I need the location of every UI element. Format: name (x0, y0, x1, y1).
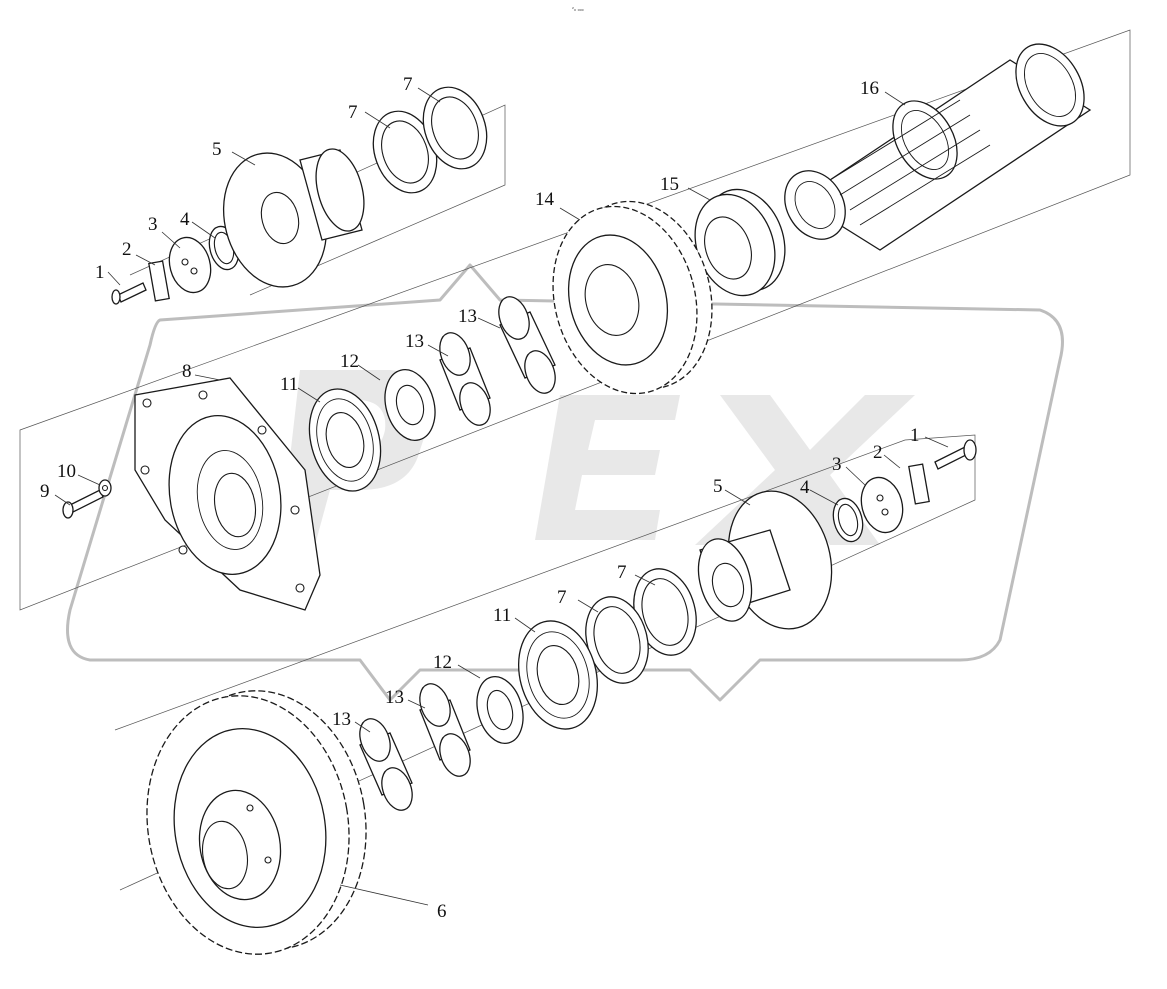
doc-code: ²₀ ₀₀₀ (572, 7, 584, 13)
right-flange-group (697, 439, 977, 630)
callout-5-right: 5 (713, 476, 723, 497)
part-12-upper-spacer (384, 369, 436, 441)
callout-5-upper: 5 (212, 139, 222, 160)
callout-3-right: 3 (832, 454, 842, 475)
callout-11-lower: 11 (493, 605, 511, 626)
callout-1-upper: 1 (95, 262, 105, 283)
part-8-flange-plate (134, 377, 321, 611)
callout-7a-lower: 7 (617, 562, 627, 583)
part-14-spur-gear (552, 200, 713, 395)
callout-14-upper: 14 (535, 189, 555, 210)
callout-16-upper: 16 (860, 78, 879, 99)
callout-4-right: 4 (800, 477, 810, 498)
callout-3-upper: 3 (148, 214, 158, 235)
callout-13c: 13 (385, 687, 404, 708)
callout-4-upper: 4 (180, 209, 190, 230)
part-6-large-gear (146, 690, 367, 955)
parts-13-upper-bushings (439, 296, 556, 426)
callout-13b: 13 (405, 331, 424, 352)
callout-8: 8 (182, 361, 192, 382)
part-16-splined-shaft (784, 43, 1092, 251)
parts-9-10-bolt-washer (62, 479, 112, 519)
callout-10: 10 (57, 461, 76, 482)
callout-7b-lower: 7 (557, 587, 567, 608)
upper-flange-group (111, 86, 488, 305)
callout-6: 6 (437, 901, 447, 922)
lower-bearing-row (359, 568, 697, 811)
callout-13d: 13 (332, 709, 351, 730)
callout-12-lower: 12 (433, 652, 452, 673)
callout-labels: ²₀ ₀₀₀ 16 15 14 7 7 5 4 3 2 1 13 13 12 1… (40, 7, 920, 922)
part-15-splined-coupling (694, 188, 786, 297)
callout-9: 9 (40, 481, 50, 502)
callout-11-upper: 11 (280, 374, 298, 395)
part-11-upper-bearing (308, 388, 382, 492)
part-1-bolt-upper (117, 282, 147, 303)
callout-1-right: 1 (910, 425, 920, 446)
leader-lines (54, 87, 949, 906)
callout-2-right: 2 (873, 442, 883, 463)
callout-7a-upper: 7 (403, 74, 413, 95)
callout-13a: 13 (458, 306, 477, 327)
callout-7b-upper: 7 (348, 102, 358, 123)
callout-2-upper: 2 (122, 239, 132, 260)
callout-15-upper: 15 (660, 174, 679, 195)
callout-12-upper: 12 (340, 351, 359, 372)
